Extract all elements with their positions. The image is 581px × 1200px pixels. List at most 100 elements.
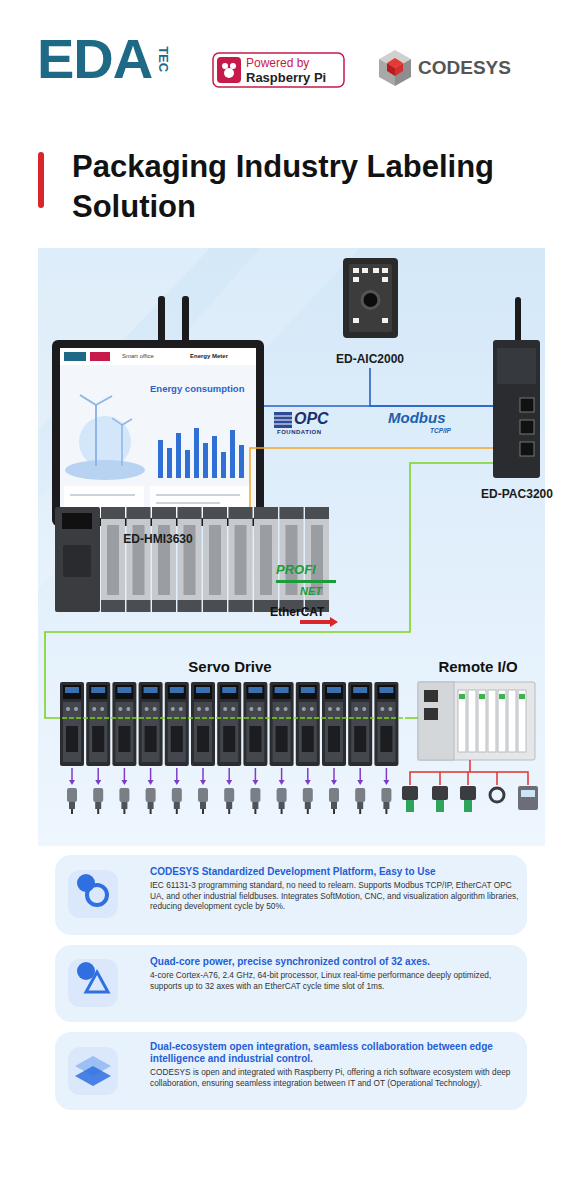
card-background <box>55 1032 527 1110</box>
hmi-bezel <box>52 340 264 526</box>
io-terminal <box>499 694 505 699</box>
profinet-stripe <box>276 580 336 583</box>
servo-group-node: Servo Drive <box>55 655 405 767</box>
card-icon <box>86 972 108 992</box>
camera-led <box>353 277 359 282</box>
raspberry-icon <box>217 57 241 83</box>
turbine-tower <box>121 425 123 466</box>
controller-node: ED-PAC3200 <box>493 297 541 478</box>
opc-icon <box>274 412 292 428</box>
screen-line <box>156 494 240 496</box>
servo-motor <box>303 768 313 814</box>
card-background <box>55 855 527 935</box>
protocol-logo: FOUNDATION <box>277 429 322 436</box>
sensor-cable <box>464 800 472 812</box>
meter <box>518 786 538 810</box>
sensor <box>490 788 504 802</box>
feature-card: Quad-core power, precise synchronized co… <box>55 945 527 1022</box>
chart-bar <box>158 440 163 478</box>
chart-bar <box>230 430 235 478</box>
io-module <box>280 507 304 612</box>
card-heading: Dual-ecosystem open integration, seamles… <box>150 1041 522 1065</box>
card-icon <box>77 874 95 892</box>
title: Packaging Industry Labeling Solution <box>72 147 542 227</box>
card-icon <box>75 1066 111 1086</box>
sensor-wire <box>467 772 469 785</box>
turbine-tower <box>95 405 97 466</box>
meter-display <box>521 790 535 797</box>
turbine-blade <box>112 418 122 425</box>
servo-motor <box>381 768 391 814</box>
camera-led <box>382 268 388 273</box>
servo-drive <box>86 682 110 766</box>
io-module <box>254 507 278 612</box>
camera-led <box>373 268 379 273</box>
screen-line <box>70 494 135 496</box>
servo-motor <box>67 768 77 814</box>
turbine-blade <box>122 419 132 425</box>
io-terminal <box>519 694 525 699</box>
badge-text: Raspberry Pi <box>246 71 326 85</box>
sensor-cable <box>406 800 414 812</box>
io-module <box>152 507 176 612</box>
camera-body <box>343 258 398 338</box>
title-bar <box>38 152 44 208</box>
camera-node: ED-AIC2000 <box>335 256 405 368</box>
hmi-node: ED-HMI3630 <box>52 296 264 548</box>
card-body: IEC 61131-3 programming standard, no nee… <box>150 880 522 912</box>
chart-bar <box>221 452 226 478</box>
camera-face <box>349 264 392 332</box>
diagram-panel <box>38 248 545 846</box>
logo-text: CODESYS <box>418 58 511 79</box>
card-icon <box>77 962 95 980</box>
servo-motor <box>198 768 208 814</box>
io-slice <box>458 690 466 752</box>
codesys-cube-red <box>395 63 403 76</box>
turbine-blade <box>96 396 112 405</box>
raspberry-berry <box>230 63 236 69</box>
protocol-logo: OPC <box>294 410 329 428</box>
remote-io-coupler <box>418 682 454 760</box>
io-slice <box>498 690 506 752</box>
device-label: Remote I/O <box>418 658 538 675</box>
io-module <box>178 507 202 612</box>
card-icon <box>87 885 107 905</box>
connector-line <box>264 405 493 407</box>
screen-base <box>65 460 145 480</box>
screen-logo <box>64 352 86 361</box>
servo-motor <box>119 768 129 814</box>
servo-drive <box>322 682 346 766</box>
servo-drive <box>112 682 136 766</box>
card-background <box>55 945 527 1022</box>
ethernet-port <box>520 398 534 412</box>
antenna <box>515 297 521 347</box>
io-terminal <box>479 694 485 699</box>
card-icon-tile <box>68 959 118 1007</box>
servo-motor <box>146 768 156 814</box>
raspberry-badge <box>213 53 344 87</box>
opc-icon-stripe <box>274 416 292 417</box>
io-module <box>127 507 151 612</box>
camera-led <box>362 268 368 273</box>
opc-icon-stripe <box>274 424 292 425</box>
servo-drive <box>139 682 163 766</box>
device-label: Servo Drive <box>55 658 405 675</box>
servo-motor <box>355 768 365 814</box>
chart-bar <box>176 433 181 478</box>
remote-io-node: Remote I/O <box>418 655 538 763</box>
screen-topbar <box>60 348 256 365</box>
servo-drive <box>243 682 267 766</box>
logo-text: EDA <box>37 28 152 90</box>
servo-motor <box>172 768 182 814</box>
chart-bar <box>239 445 244 478</box>
screen-title: Energy consumption <box>150 384 244 394</box>
servo-drive <box>191 682 215 766</box>
io-slice <box>488 690 496 752</box>
ethernet-port <box>424 708 438 720</box>
card-body: 4-core Cortex-A76, 2.4 GHz, 64-bit proce… <box>150 970 522 991</box>
sensor-wire <box>439 772 441 785</box>
io-slice <box>518 690 526 752</box>
chart-bar <box>212 436 217 478</box>
servo-drive <box>374 682 398 766</box>
raspberry-berry <box>222 63 228 69</box>
